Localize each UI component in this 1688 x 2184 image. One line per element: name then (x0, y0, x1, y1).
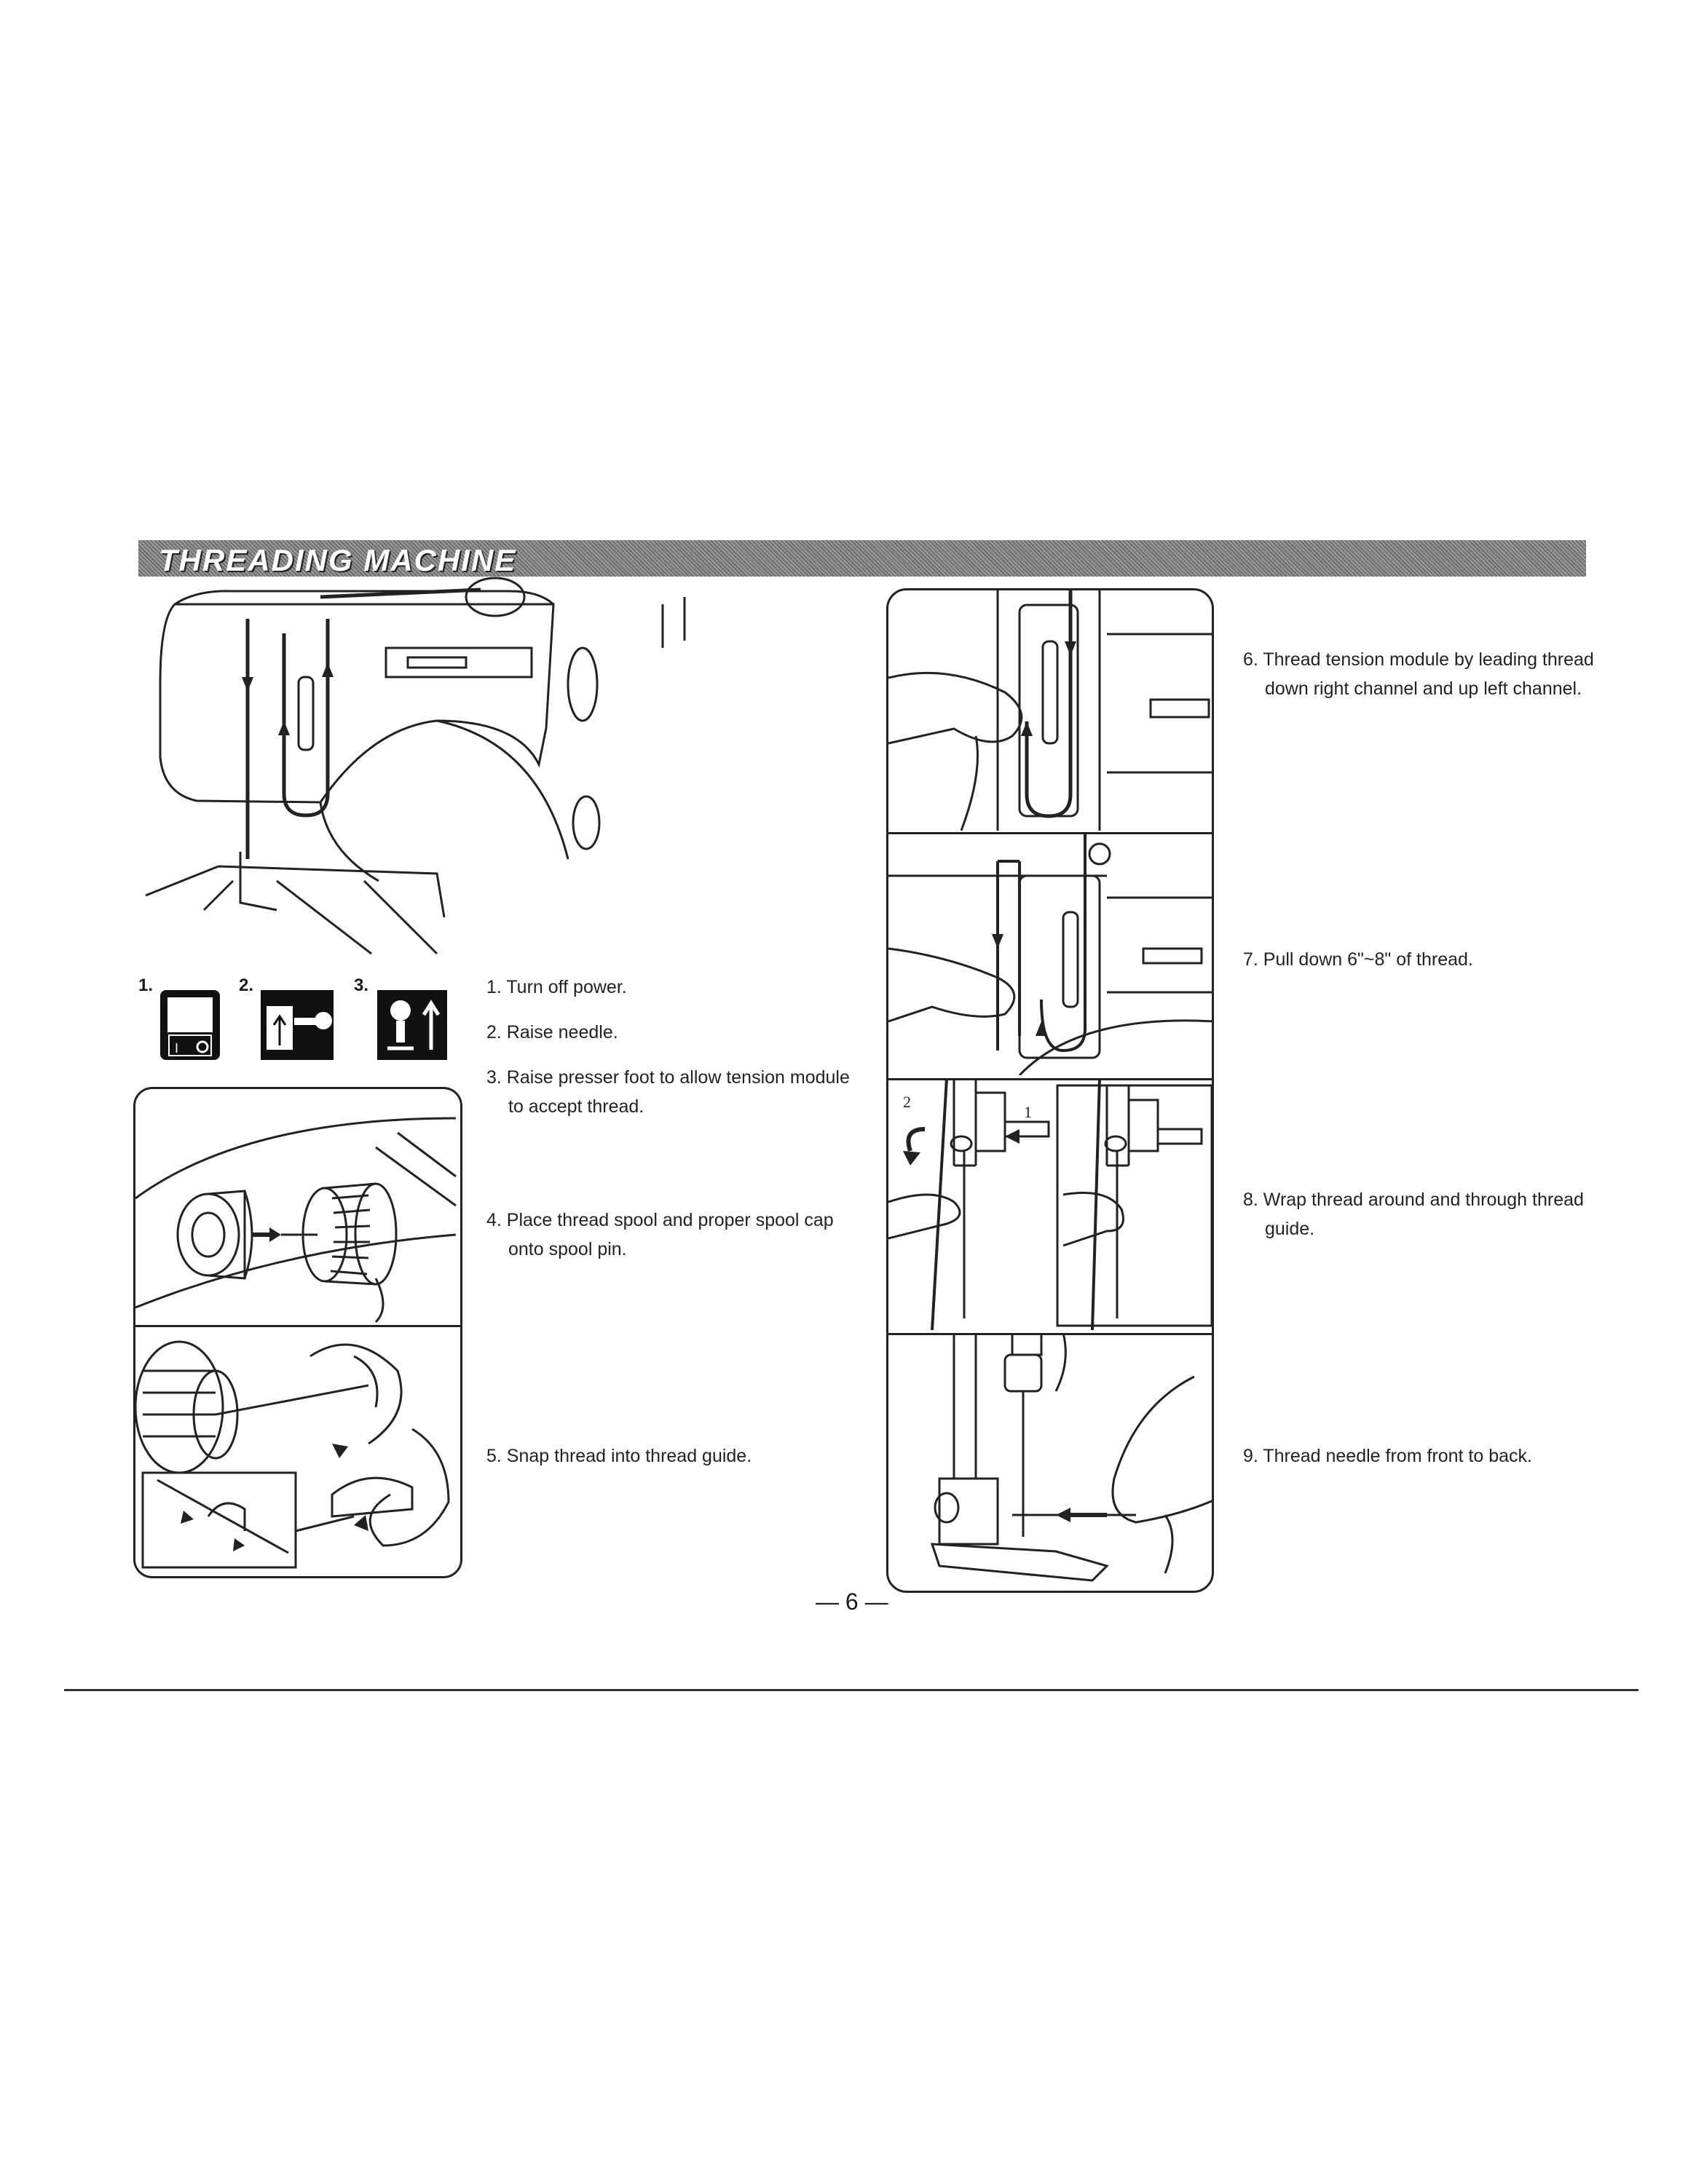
tension-module-illustration (888, 590, 1212, 834)
step-9-text: 9. Thread needle from front to back. (1243, 1446, 1532, 1466)
step-5-text: 5. Snap thread into thread guide. (486, 1446, 752, 1466)
right-illustration-column: 2 1 (886, 588, 1214, 1593)
pull-thread-illustration (888, 832, 1212, 1080)
step-6-text: 6. Thread tension module by leading thre… (1243, 649, 1594, 699)
machine-illustration (131, 575, 772, 968)
power-switch-icon: I (159, 989, 221, 1061)
step-4-text: 4. Place thread spool and proper spool c… (486, 1210, 834, 1259)
icon-label-2: 2. (239, 976, 254, 995)
raise-presser-foot-icon (376, 989, 449, 1061)
raise-needle-icon (259, 989, 335, 1061)
icon-label-1: 1. (138, 976, 154, 995)
spool-illustration (133, 1087, 462, 1327)
icon-label-3: 3. (354, 976, 369, 995)
bottom-rule (64, 1689, 1638, 1691)
figure8-label-1: 1 (1024, 1103, 1032, 1121)
step-1-text: 1. Turn off power. (486, 977, 627, 997)
step-2-text: 2. Raise needle. (486, 1022, 618, 1042)
figure8-label-2: 2 (903, 1093, 911, 1111)
step-icons-row: 1. I 2. 3. (138, 976, 466, 1063)
step-8-text: 8. Wrap thread around and through thread… (1243, 1190, 1584, 1239)
section-title-bar: THREADING MACHINE (138, 540, 1586, 577)
wrap-thread-guide-illustration: 2 1 (888, 1078, 1212, 1335)
thread-needle-illustration (888, 1333, 1212, 1591)
step-7-text: 7. Pull down 6"~8" of thread. (1243, 949, 1473, 970)
page-number: — 6 — (816, 1588, 888, 1615)
svg-text:I: I (175, 1041, 178, 1056)
thread-guide-illustration (133, 1325, 462, 1578)
section-title: THREADING MACHINE (159, 543, 517, 577)
step-3-text: 3. Raise presser foot to allow tension m… (486, 1067, 850, 1117)
